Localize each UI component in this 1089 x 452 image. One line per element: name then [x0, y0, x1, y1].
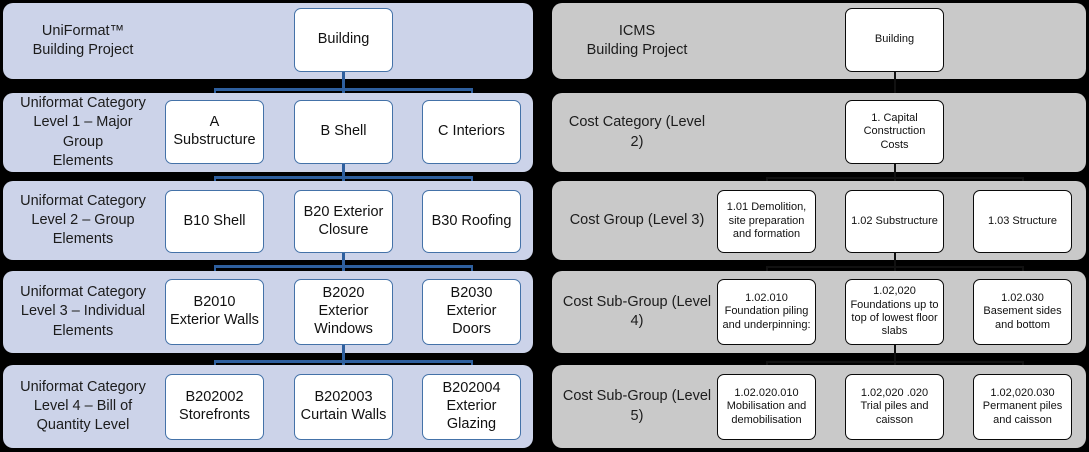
- right-row-2-caption: Cost Category (Level 2): [556, 93, 718, 172]
- connector-vertical: [894, 253, 896, 278]
- connector-horizontal: [766, 177, 1023, 179]
- caption-line: Elements: [52, 322, 114, 339]
- node-1-02-020-030-permanent-piles[interactable]: 1.02,020.030 Permanent piles and caisson: [973, 374, 1072, 440]
- node-1-02-substructure[interactable]: 1.02 Substructure: [845, 190, 944, 253]
- connector-horizontal: [214, 265, 472, 268]
- caption-line: Quantity Level: [36, 417, 130, 434]
- connector-vertical: [342, 72, 345, 98]
- left-row-2-caption: Uniformat Category Level 1 – Major Group…: [8, 93, 158, 172]
- left-row-1-caption: UniFormat™ Building Project: [8, 3, 158, 79]
- caption-line: 2): [630, 133, 644, 150]
- node-1-03-structure[interactable]: 1.03 Structure: [973, 190, 1072, 253]
- caption-line: Uniformat Category: [20, 192, 146, 209]
- caption-line: 4): [630, 313, 644, 329]
- caption-line: Cost Category (Level: [568, 114, 706, 131]
- caption-line: UniFormat™: [41, 22, 125, 39]
- node-capital-construction-costs[interactable]: 1. Capital Construction Costs: [845, 100, 944, 164]
- node-b-shell[interactable]: B Shell: [294, 100, 393, 164]
- right-row-3-caption: Cost Group (Level 3): [556, 181, 718, 260]
- node-b30-roofing[interactable]: B30 Roofing: [422, 190, 521, 253]
- caption-line: Cost Sub-Group (Level: [562, 388, 712, 405]
- connector-horizontal: [214, 176, 472, 179]
- node-1-02-020-010-mobilisation[interactable]: 1.02.020.010 Mobilisation and demobilisa…: [717, 374, 816, 440]
- connector-vertical: [894, 72, 896, 100]
- connector-horizontal: [766, 266, 1023, 268]
- node-b202003-curtain-walls[interactable]: B202003 Curtain Walls: [294, 374, 393, 440]
- caption-line: Uniformat Category: [20, 378, 146, 395]
- connector-vertical: [894, 164, 896, 189]
- caption-line: Uniformat Category: [20, 284, 146, 301]
- connector-horizontal: [766, 361, 1023, 363]
- right-row-1-band: [552, 3, 1086, 79]
- caption-line: 5): [630, 407, 644, 424]
- right-row-2-band: [552, 93, 1086, 172]
- node-b2030-exterior-doors[interactable]: B2030 Exterior Doors: [422, 279, 521, 345]
- node-1-02-020-foundations[interactable]: 1.02,020 Foundations up to top of lowest…: [845, 279, 944, 345]
- left-row-5-caption: Uniformat Category Level 4 – Bill of Qua…: [8, 365, 158, 448]
- node-a-substructure[interactable]: A Substructure: [165, 100, 264, 164]
- caption-line: Level 4 – Bill of: [33, 397, 133, 414]
- node-1-02-020-020-trial-piles[interactable]: 1.02,020 .020 Trial piles and caisson: [845, 374, 944, 440]
- caption-line: Uniformat Category: [20, 95, 146, 112]
- node-building-uniformat[interactable]: Building: [294, 8, 393, 72]
- right-row-5-caption: Cost Sub-Group (Level 5): [556, 365, 718, 448]
- connector-vertical: [894, 345, 896, 371]
- caption-line: ICMS: [618, 22, 656, 39]
- connector-vertical: [342, 164, 345, 186]
- right-row-4-caption: Cost Sub-Group (Level 4): [556, 271, 718, 353]
- node-b202004-exterior-glazing[interactable]: B202004 Exterior Glazing: [422, 374, 521, 440]
- caption-line: Building Project: [586, 42, 688, 58]
- connector-horizontal: [214, 88, 472, 91]
- node-1-02-030-basement-sides[interactable]: 1.02.030 Basement sides and bottom: [973, 279, 1072, 345]
- caption-line: Level 3 – Individual: [20, 303, 146, 320]
- caption-line: Level 2 – Group: [31, 211, 135, 228]
- node-c-interiors[interactable]: C Interiors: [422, 100, 521, 164]
- caption-line: Cost Group (Level 3): [569, 211, 705, 228]
- caption-line: Cost Sub-Group (Level: [562, 293, 712, 310]
- left-row-3-caption: Uniformat Category Level 2 – Group Eleme…: [8, 181, 158, 260]
- node-b10-shell[interactable]: B10 Shell: [165, 190, 264, 253]
- caption-line: Building Project: [32, 42, 134, 58]
- left-row-4-caption: Uniformat Category Level 3 – Individual …: [8, 271, 158, 353]
- node-building-icms[interactable]: Building: [845, 8, 944, 72]
- connector-vertical: [342, 253, 345, 275]
- node-b202002-storefronts[interactable]: B202002 Storefronts: [165, 374, 264, 440]
- caption-line: Elements: [52, 231, 114, 248]
- node-1-01-demolition[interactable]: 1.01 Demolition, site preparation and fo…: [717, 190, 816, 253]
- node-b2020-exterior-windows[interactable]: B2020 Exterior Windows: [294, 279, 393, 345]
- caption-line: Level 1 – Major Group: [33, 114, 133, 150]
- connector-vertical: [342, 345, 345, 367]
- node-b20-exterior-closure[interactable]: B20 Exterior Closure: [294, 190, 393, 253]
- node-1-02-010-foundation-piling[interactable]: 1.02.010 Foundation piling and underpinn…: [717, 279, 816, 345]
- node-b2010-exterior-walls[interactable]: B2010 Exterior Walls: [165, 279, 264, 345]
- left-row-1-band: [3, 3, 533, 79]
- connector-horizontal: [214, 360, 472, 363]
- right-row-1-caption: ICMS Building Project: [556, 3, 718, 79]
- caption-line: Elements: [52, 152, 114, 169]
